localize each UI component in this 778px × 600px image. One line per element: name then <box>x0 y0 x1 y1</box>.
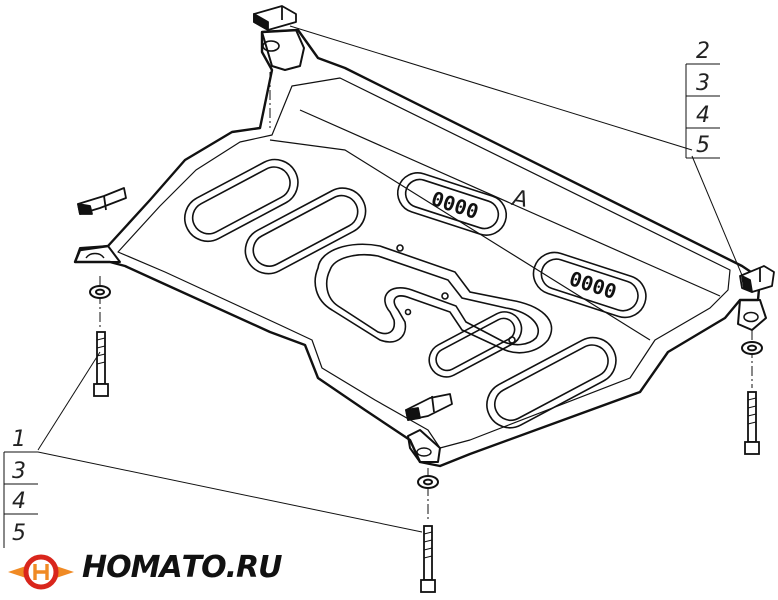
rib-1 <box>184 158 299 243</box>
bolt-left <box>93 331 109 397</box>
bracket-top <box>253 5 297 31</box>
callout-left-1: 1 <box>12 427 26 452</box>
leader-1-bottom <box>37 451 423 533</box>
callout-left-4: 5 <box>12 521 26 546</box>
brand-name: НОМАТО.RU <box>82 550 283 585</box>
bolt-right <box>744 391 760 455</box>
plate-outline <box>73 28 762 468</box>
rib-2 <box>244 187 367 275</box>
callout-right-2: 3 <box>696 71 710 96</box>
bolt-bottom <box>420 525 436 593</box>
leader-lines <box>37 25 745 533</box>
callout-left-3: 4 <box>12 489 26 514</box>
leader-1-left <box>37 351 101 451</box>
rivet-hole <box>441 292 449 300</box>
callout-right-3: 4 <box>696 103 710 128</box>
bracket-right <box>739 265 775 293</box>
bottom-ear-hole <box>416 447 432 457</box>
rivet-hole <box>396 244 404 252</box>
bolts <box>93 331 760 593</box>
callout-left-2: 3 <box>12 459 26 484</box>
plate-bevel <box>117 77 731 449</box>
rib-4 <box>428 311 523 378</box>
right-mount-ear <box>737 299 767 331</box>
plate-ribs <box>184 158 617 429</box>
bracket-bottom <box>405 393 453 421</box>
top-tab-hole <box>262 40 280 52</box>
callout-right-1: 2 <box>696 39 710 64</box>
plate-crease-front <box>269 139 651 341</box>
callout-stack-left <box>3 451 38 548</box>
callout-stack-right <box>685 63 720 159</box>
rivet-hole <box>508 336 516 344</box>
skid-plate <box>73 28 767 468</box>
plate-mark: A <box>509 186 529 213</box>
rib-5 <box>486 336 617 429</box>
bottom-mount-ear <box>407 429 441 463</box>
bracket-left <box>77 187 127 215</box>
washer-right <box>741 341 763 355</box>
brand-logo-icon <box>8 554 74 590</box>
rivet-hole <box>404 308 412 316</box>
left-ear-slot <box>85 252 105 259</box>
leader-2-right <box>691 155 745 281</box>
plate-crease-upper <box>299 109 721 297</box>
washer-left <box>89 285 111 299</box>
top-mount-tab <box>261 29 305 71</box>
rib-3-zigzag <box>314 243 553 354</box>
washer-bottom <box>417 475 439 489</box>
leader-2-top <box>289 25 693 151</box>
washers <box>89 285 763 489</box>
brackets <box>77 5 775 421</box>
callout-right-4: 5 <box>696 133 710 158</box>
left-mount-ear <box>74 245 121 263</box>
right-ear-hole <box>743 311 759 323</box>
